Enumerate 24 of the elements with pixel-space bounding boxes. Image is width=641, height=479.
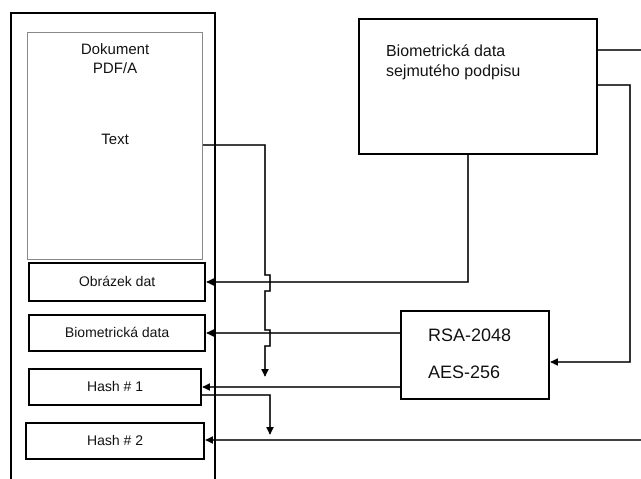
node-label: Obrázek dat	[78, 273, 156, 291]
node-label: Hash # 2	[86, 432, 144, 450]
arrow	[202, 383, 400, 391]
node-label: RSA-2048	[428, 324, 512, 346]
arrow	[206, 155, 469, 286]
node-label: AES-256	[428, 360, 500, 383]
arrow	[202, 394, 274, 435]
process-box	[400, 310, 550, 400]
document-box	[27, 32, 203, 260]
node-label: Dokument PDF/A	[80, 41, 150, 78]
node-label: Hash # 1	[86, 378, 144, 396]
process-box	[25, 422, 205, 460]
process-box	[28, 314, 206, 352]
process-box	[28, 262, 206, 302]
node-label: Text	[101, 130, 129, 150]
arrow	[203, 144, 271, 377]
node-label: Biometrická data sejmutého podpisu	[386, 42, 522, 82]
node-label: Biometrická data	[64, 324, 170, 342]
arrow	[550, 84, 631, 366]
arrow	[205, 436, 641, 444]
process-box	[358, 18, 598, 155]
container-box	[10, 12, 216, 479]
arrow	[206, 329, 400, 337]
process-box	[28, 368, 202, 406]
